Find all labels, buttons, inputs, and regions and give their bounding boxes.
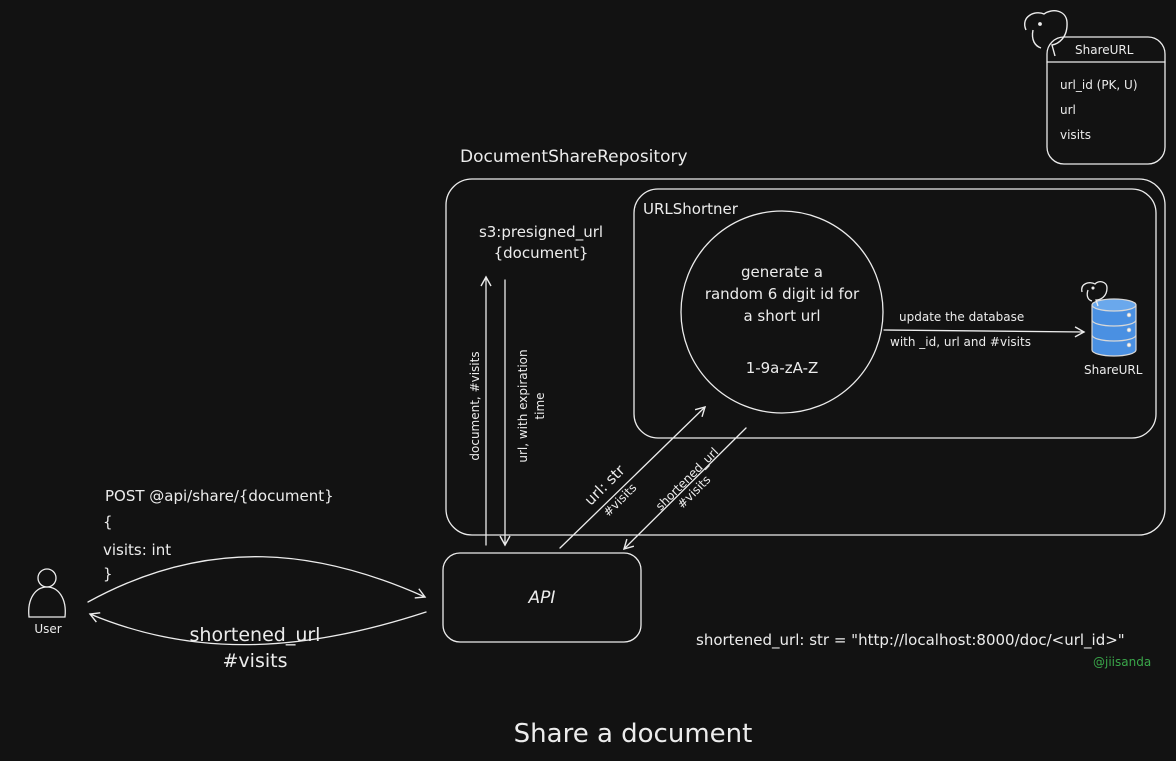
circle-text-3: a short url — [743, 307, 821, 325]
s3-line2: {document} — [493, 244, 589, 262]
table-field-3: visits — [1060, 128, 1091, 142]
repository-container — [445, 178, 1166, 536]
shortener-circle — [680, 210, 884, 414]
edge-label-url-exp-1: url, with expiration — [516, 349, 530, 463]
edge-shortener-to-api — [622, 427, 747, 551]
circle-text-1: generate a — [741, 263, 823, 281]
edge-label-url-exp-2: time — [533, 392, 547, 420]
repository-label: DocumentShareRepository — [460, 147, 688, 167]
credit-handle: @jiisanda — [1093, 655, 1152, 669]
shortener-container — [633, 188, 1157, 439]
charset-text: 1-9a-zA-Z — [745, 359, 819, 377]
table-elephant-icon — [1024, 10, 1068, 57]
edge-label-doc-visits: document, #visits — [468, 351, 482, 461]
url-format-note: shortened_url: str = "http://localhost:8… — [696, 631, 1125, 649]
db-edge-label-bottom: with _id, url and #visits — [890, 335, 1031, 349]
request-line-2: { — [103, 513, 113, 531]
api-box — [442, 552, 642, 643]
postgres-elephant-icon — [1081, 281, 1108, 307]
table-field-2: url — [1060, 103, 1076, 117]
table-box — [1046, 36, 1166, 165]
edge-api-to-user — [88, 611, 427, 646]
table-name: ShareURL — [1075, 43, 1134, 57]
request-line-3: visits: int — [103, 541, 172, 559]
database-cylinder — [1091, 298, 1137, 357]
table-field-1: url_id (PK, U) — [1060, 78, 1138, 92]
request-line-1: POST @api/share/{document} — [105, 487, 334, 505]
diagram-title: Share a document — [513, 719, 753, 749]
user-icon — [28, 568, 66, 618]
edge-shortener-to-db — [883, 326, 1086, 338]
edge-api-to-shortener — [559, 405, 707, 549]
shortener-label: URLShortner — [643, 200, 738, 218]
response-line-1: shortened_url — [189, 624, 321, 646]
user-label: User — [34, 622, 62, 636]
db-edge-label-top: update the database — [899, 310, 1025, 324]
response-line-2: #visits — [222, 650, 288, 672]
request-line-4: } — [103, 565, 113, 583]
db-label: ShareURL — [1084, 363, 1143, 377]
s3-line1: s3:presigned_url — [478, 223, 604, 241]
api-label: API — [528, 588, 556, 608]
edge-user-to-api — [87, 556, 427, 603]
circle-text-2: random 6 digit id for — [704, 285, 860, 303]
